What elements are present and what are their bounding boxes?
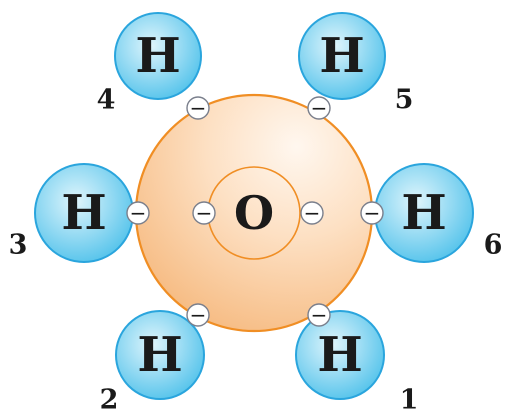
minus-sign: − [304, 201, 321, 225]
hydrogen-label-5: 5 [395, 85, 414, 116]
hydrogen-atom-1: H [295, 310, 385, 400]
hydrogen-symbol: H [61, 185, 106, 241]
hydrogen-symbol: H [135, 28, 180, 84]
hydrogen-symbol: H [319, 28, 364, 84]
hydrogen-atom-6: H [374, 163, 474, 263]
minus-sign: − [190, 96, 207, 120]
minus-sign: − [190, 303, 207, 327]
hydrogen-label-3: 3 [9, 230, 28, 261]
electron-inner-right: − [300, 201, 324, 225]
hydrogen-atom-4: H [114, 12, 202, 100]
hydrogen-label-1: 1 [400, 385, 419, 414]
hydrogen-atom-3: H [34, 163, 134, 263]
minus-sign: − [196, 201, 213, 225]
hydrogen-symbol: H [317, 327, 362, 383]
minus-sign: − [364, 201, 381, 225]
electron-bond-4: − [186, 96, 210, 120]
hydrogen-symbol: H [401, 185, 446, 241]
electron-bond-1: − [307, 303, 331, 327]
electron-bond-2: − [186, 303, 210, 327]
hydrogen-atom-5: H [298, 12, 386, 100]
minus-sign: − [311, 96, 328, 120]
hydrogen-label-4: 4 [97, 85, 116, 116]
hydrogen-symbol: H [137, 327, 182, 383]
hydrogen-atom-2: H [115, 310, 205, 400]
hydrogen-label-6: 6 [484, 230, 503, 261]
electron-bond-5: − [307, 96, 331, 120]
minus-sign: − [130, 201, 147, 225]
hydrogen-label-2: 2 [100, 385, 119, 414]
minus-sign: − [311, 303, 328, 327]
electron-inner-left: − [192, 201, 216, 225]
electron-bond-6: − [360, 201, 384, 225]
oxygen-symbol: O [234, 186, 274, 240]
electron-bond-3: − [126, 201, 150, 225]
